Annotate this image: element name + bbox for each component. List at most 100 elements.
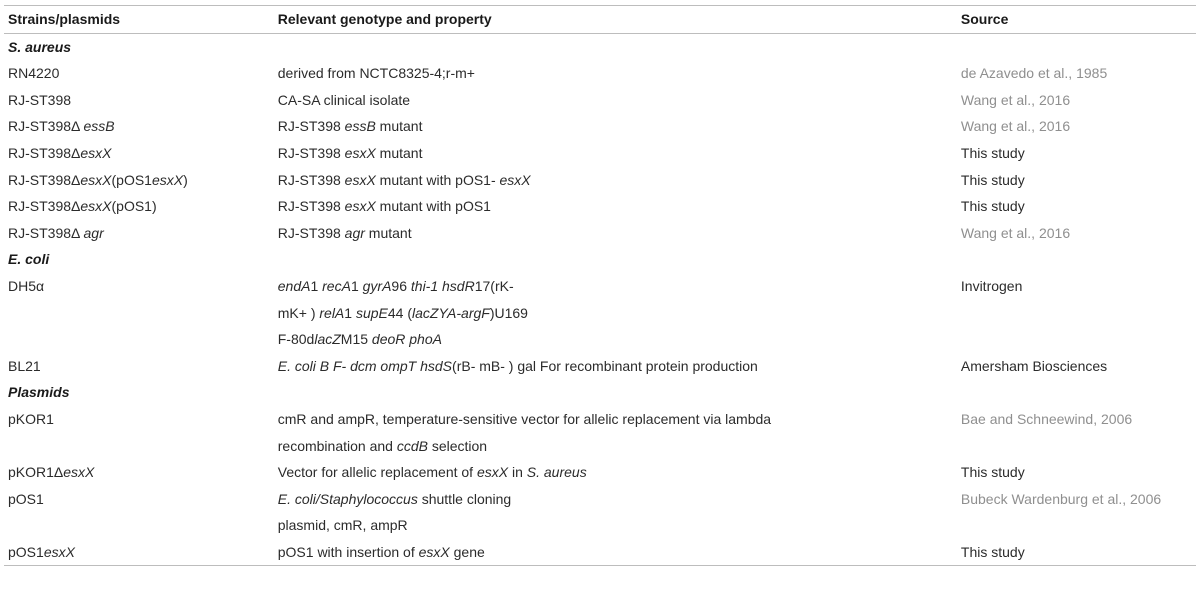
gene-name: relA bbox=[319, 304, 345, 321]
section-label-ecoli: E. coli bbox=[8, 251, 50, 268]
genotype-line: F-80dlacZM15 deoR phoA bbox=[278, 326, 957, 353]
strain-text: RJ-ST398Δ bbox=[8, 224, 84, 241]
strain-cell: pOS1 bbox=[8, 490, 44, 507]
genotype-cell: RJ-ST398 agr mutant bbox=[274, 220, 957, 247]
gene-name: recA bbox=[322, 277, 351, 294]
source-link[interactable]: Wang et al., 2016 bbox=[960, 91, 1071, 108]
strain-cell: pOS1esxX bbox=[4, 539, 274, 566]
genotype-line: cmR and ampR, temperature-sensitive vect… bbox=[277, 410, 772, 427]
genotype-text: in bbox=[508, 464, 527, 481]
genotype-text: mutant bbox=[375, 144, 423, 161]
gene-name: esxX bbox=[344, 198, 376, 215]
genotype-text: mK+ ) bbox=[277, 304, 320, 321]
strain-cell: RJ-ST398ΔesxX bbox=[4, 140, 274, 167]
gene-name: E. coli/Staphylococcus bbox=[277, 490, 418, 507]
table-row: RJ-ST398Δ agr RJ-ST398 agr mutant Wang e… bbox=[4, 220, 1196, 247]
genotype-text: recombination and bbox=[277, 437, 397, 454]
table-row: BL21 E. coli B F- dcm ompT hsdS(rB- mB- … bbox=[4, 353, 1196, 380]
genotype-text: 1 bbox=[344, 304, 356, 321]
strain-cell: RJ-ST398Δ agr bbox=[4, 220, 274, 247]
gene-name: esxX bbox=[344, 144, 376, 161]
table-row: pKOR1ΔesxX Vector for allelic replacemen… bbox=[4, 459, 1196, 486]
strain-text: RJ-ST398Δ bbox=[8, 198, 81, 215]
section-row: S. aureus bbox=[4, 33, 1196, 60]
genotype-text: mutant bbox=[375, 118, 423, 135]
genotype-line: recombination and ccdB selection bbox=[278, 433, 957, 460]
header-source: Source bbox=[960, 11, 1009, 27]
genotype-cell: RJ-ST398 esxX mutant with pOS1- esxX bbox=[274, 167, 957, 194]
section-label-saureus: S. aureus bbox=[8, 38, 72, 55]
table-row: RN4220 derived from NCTC8325-4;r-m+ de A… bbox=[4, 60, 1196, 87]
gene-name: esxX bbox=[80, 144, 112, 161]
genotype-cell: RJ-ST398 esxX mutant bbox=[274, 140, 957, 167]
gene-name: esxX bbox=[63, 464, 95, 481]
source-link[interactable]: Bae and Schneewind, 2006 bbox=[960, 410, 1133, 427]
gene-name: esxX bbox=[499, 171, 531, 188]
strain-cell: RJ-ST398ΔesxX(pOS1esxX) bbox=[4, 167, 274, 194]
genotype-cell: cmR and ampR, temperature-sensitive vect… bbox=[274, 406, 957, 459]
gene-name: esxX bbox=[151, 171, 184, 188]
section-row: Plasmids bbox=[4, 379, 1196, 406]
gene-name: lacZYA-argF bbox=[412, 304, 490, 321]
source-cell: This study bbox=[960, 144, 1025, 161]
genotype-text: 96 bbox=[391, 277, 411, 294]
source-link[interactable]: de Azavedo et al., 1985 bbox=[960, 65, 1108, 82]
genotype-text: mutant with pOS1- bbox=[375, 171, 500, 188]
strain-cell: RJ-ST398Δ essB bbox=[4, 113, 274, 140]
strain-text: (pOS1) bbox=[111, 198, 157, 215]
strains-plasmids-table: Strains/plasmids Relevant genotype and p… bbox=[4, 5, 1196, 566]
genotype-text: RJ-ST398 bbox=[277, 118, 345, 135]
header-genotype: Relevant genotype and property bbox=[277, 11, 492, 27]
genotype-text: mutant bbox=[364, 224, 412, 241]
table-row: RJ-ST398ΔesxX(pOS1) RJ-ST398 esxX mutant… bbox=[4, 193, 1196, 220]
genotype-text: (rB- mB- ) gal For recombinant protein p… bbox=[452, 357, 758, 374]
strain-cell: RJ-ST398ΔesxX(pOS1) bbox=[4, 193, 274, 220]
strain-text: pKOR1Δ bbox=[8, 464, 64, 481]
genotype-text: pOS1 with insertion of bbox=[277, 543, 419, 560]
genotype-cell: RJ-ST398 essB mutant bbox=[274, 113, 957, 140]
genotype-text: gene bbox=[449, 543, 485, 560]
genotype-text: 1 bbox=[310, 277, 323, 294]
gene-name: E. coli B F- dcm ompT hsdS bbox=[277, 357, 453, 374]
genotype-text: 17(rK- bbox=[474, 277, 514, 294]
source-cell: Amersham Biosciences bbox=[960, 357, 1108, 374]
strain-cell: RJ-ST398 bbox=[8, 91, 72, 108]
genotype-text: M15 bbox=[340, 331, 372, 348]
gene-name: thi-1 hsdR bbox=[410, 277, 475, 294]
source-link[interactable]: Bubeck Wardenburg et al., 2006 bbox=[960, 490, 1162, 507]
source-cell: This study bbox=[960, 171, 1025, 188]
strain-cell: BL21 bbox=[8, 357, 41, 374]
genotype-text: selection bbox=[427, 437, 488, 454]
table-row: pOS1 E. coli/Staphylococcus shuttle clon… bbox=[4, 486, 1196, 539]
header-strains: Strains/plasmids bbox=[8, 11, 121, 27]
strain-text: RJ-ST398Δ bbox=[8, 171, 81, 188]
source-link[interactable]: Wang et al., 2016 bbox=[960, 224, 1071, 241]
source-cell: This study bbox=[960, 543, 1025, 560]
gene-name: S. aureus bbox=[526, 464, 587, 481]
strain-text: RJ-ST398Δ bbox=[8, 144, 81, 161]
genotype-cell: derived from NCTC8325-4;r-m+ bbox=[277, 65, 475, 82]
genotype-cell: CA-SA clinical isolate bbox=[277, 91, 411, 108]
table-header-row: Strains/plasmids Relevant genotype and p… bbox=[4, 5, 1196, 34]
table-row: RJ-ST398ΔesxX RJ-ST398 esxX mutant This … bbox=[4, 140, 1196, 167]
gene-name: esxX bbox=[80, 198, 112, 215]
table-row: RJ-ST398ΔesxX(pOS1esxX) RJ-ST398 esxX mu… bbox=[4, 167, 1196, 194]
genotype-cell: endA1 recA1 gyrA96 thi-1 hsdR17(rK- mK+ … bbox=[274, 273, 957, 353]
genotype-text: RJ-ST398 bbox=[277, 224, 345, 241]
genotype-line: plasmid, cmR, ampR bbox=[277, 517, 408, 534]
strain-cell: DH5α bbox=[8, 277, 45, 294]
gene-name: lacZ bbox=[314, 331, 341, 348]
table-row: pOS1esxX pOS1 with insertion of esxX gen… bbox=[4, 539, 1196, 566]
genotype-text: shuttle cloning bbox=[417, 490, 512, 507]
source-cell: This study bbox=[960, 198, 1025, 215]
source-link[interactable]: Wang et al., 2016 bbox=[960, 118, 1071, 135]
gene-name: agr bbox=[83, 224, 104, 241]
table-row: DH5α endA1 recA1 gyrA96 thi-1 hsdR17(rK-… bbox=[4, 273, 1196, 353]
genotype-text: RJ-ST398 bbox=[277, 198, 345, 215]
genotype-text: 1 bbox=[350, 277, 363, 294]
gene-name: endA bbox=[277, 277, 311, 294]
strain-cell: RN4220 bbox=[8, 65, 60, 82]
gene-name: deoR phoA bbox=[371, 331, 442, 348]
source-cell: This study bbox=[960, 464, 1025, 481]
genotype-text: )U169 bbox=[489, 304, 528, 321]
